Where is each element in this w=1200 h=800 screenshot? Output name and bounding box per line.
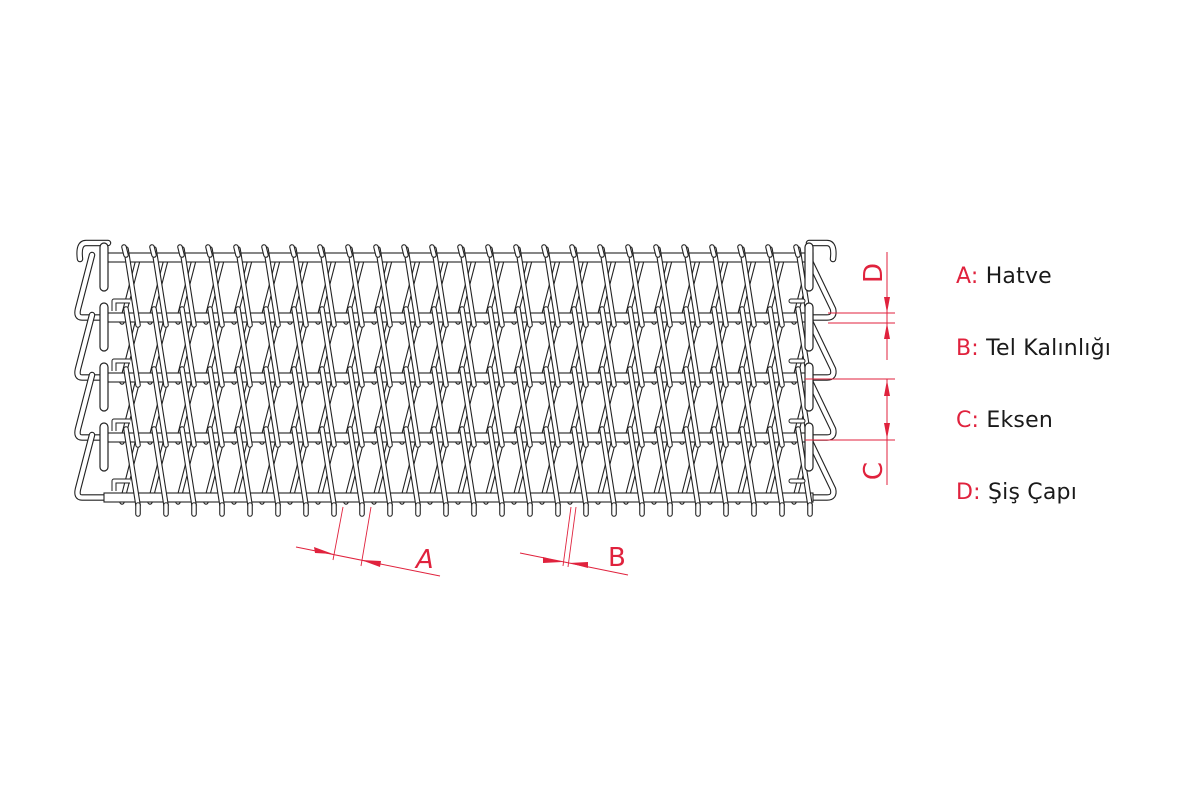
legend-label-a: Hatve (985, 264, 1052, 289)
legend-key-b: B: (956, 336, 979, 361)
dimension-b: B (519, 506, 629, 576)
legend-label-d: Şiş Çapı (987, 480, 1078, 505)
legend-label-b: Tel Kalınlığı (986, 336, 1112, 361)
wire-mesh-belt (74, 239, 837, 517)
legend-label-c: Eksen (986, 408, 1053, 433)
legend-item-a: A: Hatve (956, 264, 1052, 289)
dimension-label-b: B (608, 543, 626, 573)
dimension-label-c: C (859, 462, 889, 480)
legend-item-b: B: Tel Kalınlığı (956, 336, 1111, 361)
dimension-a: A (295, 506, 441, 577)
legend-key-a: A: (956, 264, 979, 289)
dimension-label-a: A (413, 545, 437, 575)
dimension-d: D (828, 252, 895, 360)
legend-item-c: C: Eksen (956, 408, 1053, 433)
legend-key-d: D: (956, 480, 981, 505)
dimension-label-d: D (859, 263, 889, 283)
dimension-annotations: A B D C (295, 252, 895, 577)
legend-item-d: D: Şiş Çapı (956, 480, 1077, 505)
legend-key-c: C: (956, 408, 980, 433)
dimension-c: C (805, 378, 895, 485)
